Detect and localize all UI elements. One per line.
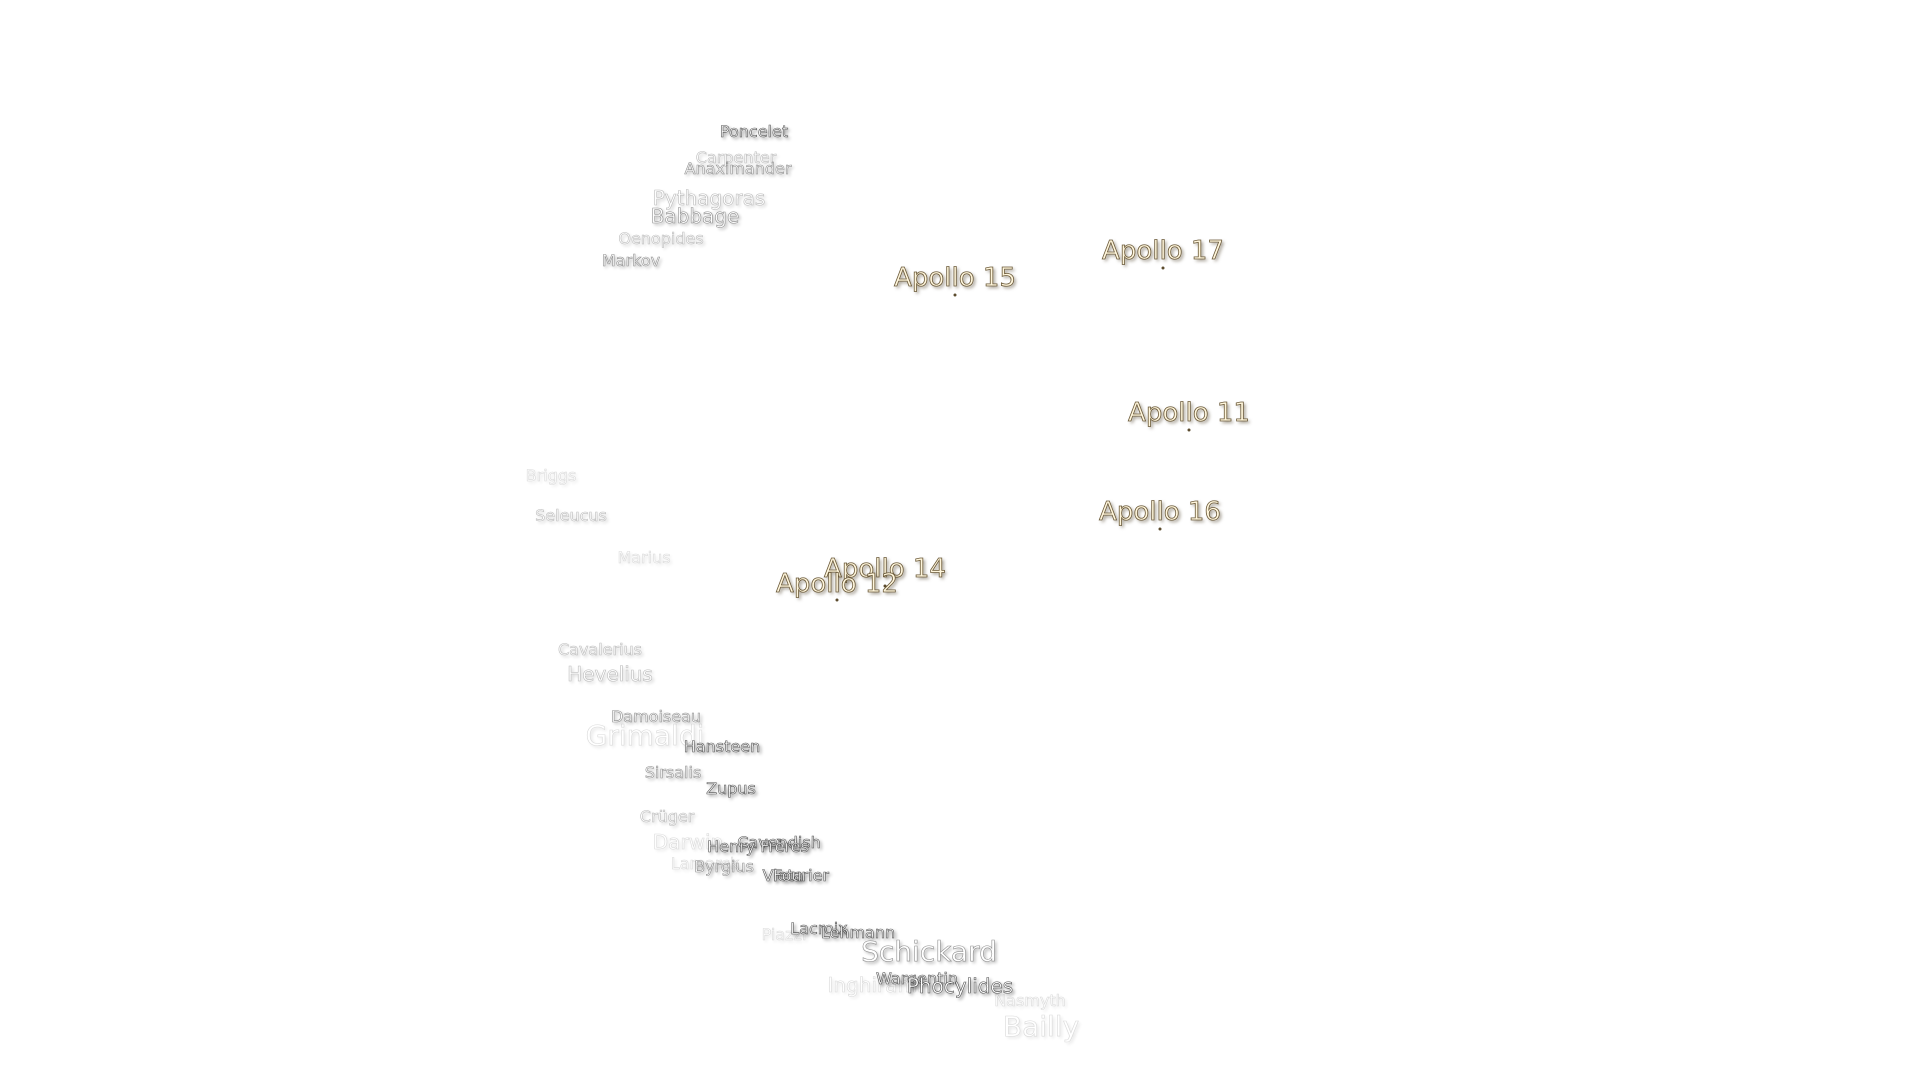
crater-label-bailly: Bailly — [1002, 1010, 1080, 1043]
crater-label-wargentin: Wargentin — [876, 969, 959, 988]
crater-label-carpenter: Carpenter — [695, 148, 777, 167]
crater-label-henry-freres: Henry Frères — [707, 837, 809, 856]
crater-label-zupus: Zupus — [706, 779, 756, 798]
crater-label-babbage: Babbage — [650, 204, 740, 228]
crater-label-markov: Markov — [601, 251, 661, 270]
landing-site-marker-apollo-12[interactable] — [835, 598, 839, 602]
landing-site-apollo-17[interactable]: Apollo 17 — [1102, 236, 1225, 266]
landing-site-marker-apollo-17[interactable] — [1161, 266, 1165, 270]
crater-label-poncelet: Poncelet — [719, 122, 789, 141]
crater-label-damoiseau: Damoiseau — [610, 707, 702, 726]
landing-site-apollo-12[interactable]: Apollo 12 — [776, 569, 899, 599]
crater-label-fourier: Fourier — [772, 866, 830, 885]
crater-label-anaximander: Anaximander — [684, 159, 792, 178]
landing-site-apollo-15[interactable]: Apollo 15 — [894, 263, 1017, 293]
crater-label-grimaldi: Grimaldi — [585, 719, 705, 752]
crater-label-hansteen: Hansteen — [683, 737, 761, 756]
crater-label-darwin: Darwin — [652, 830, 724, 854]
crater-label-lacroix: Lacroix — [790, 919, 848, 938]
landing-site-apollo-11[interactable]: Apollo 11 — [1128, 398, 1251, 428]
crater-label-byrgius: Byrgius — [694, 857, 754, 876]
crater-label-piazzi: Piazzi — [761, 925, 807, 944]
landing-site-marker-apollo-14[interactable] — [883, 584, 887, 588]
landing-site-apollo-14[interactable]: Apollo 14 — [824, 554, 947, 584]
crater-label-hevelius: Hevelius — [567, 662, 653, 686]
crater-label-seleucus: Seleucus — [535, 506, 607, 525]
crater-label-pythagoras: Pythagoras — [652, 186, 766, 210]
crater-label-lamarck: Lamarck — [670, 854, 740, 873]
crater-label-phocylides: Phocylides — [906, 974, 1014, 998]
crater-label-briggs: Briggs — [525, 466, 577, 485]
landing-site-apollo-16[interactable]: Apollo 16 — [1099, 497, 1222, 527]
crater-label-vieta: Vieta — [762, 866, 804, 885]
landing-site-marker-apollo-11[interactable] — [1187, 428, 1191, 432]
crater-label-marius: Marius — [617, 548, 671, 567]
crater-label-oenopides: Oenopides — [618, 229, 704, 248]
crater-label-sirsalis: Sirsalis — [644, 763, 702, 782]
crater-label-cruger: Crüger — [639, 807, 695, 826]
landing-site-marker-apollo-16[interactable] — [1158, 527, 1162, 531]
crater-label-inghirami: Inghirami — [827, 973, 923, 997]
crater-label-schickard: Schickard — [861, 935, 997, 968]
crater-label-lehmann: Lehmann — [820, 923, 896, 942]
crater-label-cavendish: Cavendish — [737, 833, 821, 852]
landing-site-marker-apollo-15[interactable] — [953, 293, 957, 297]
crater-label-nasmyth: Nasmyth — [994, 991, 1066, 1010]
crater-label-cavalerius: Cavalerius — [557, 640, 643, 659]
